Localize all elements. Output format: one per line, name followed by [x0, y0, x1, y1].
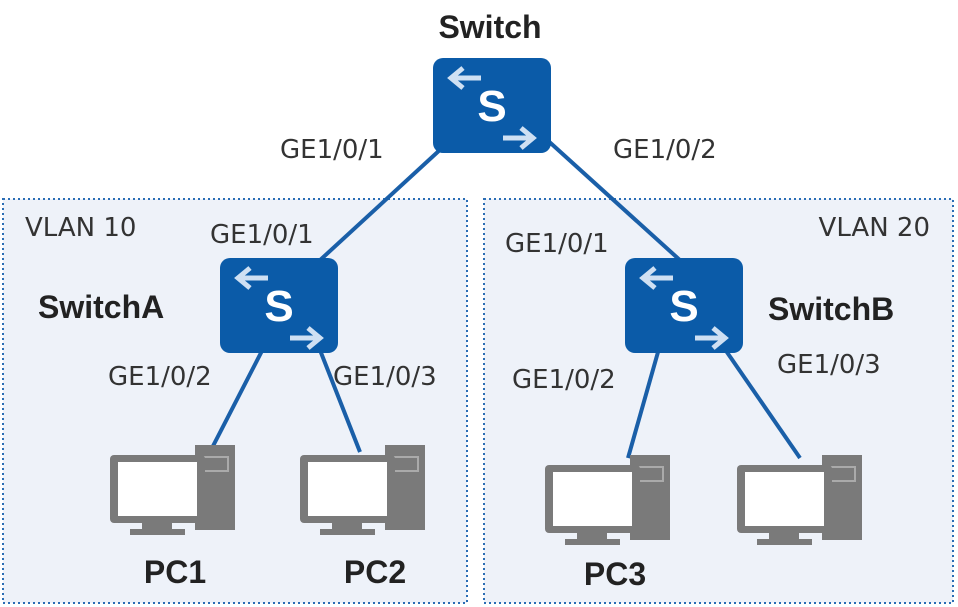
link-switcha-pc2: [316, 344, 362, 453]
link-core-switcha: [316, 146, 444, 264]
pc3-icon[interactable]: [544, 454, 671, 546]
switchb-port-right: GE1/0/3: [777, 350, 881, 380]
svg-text:S: S: [669, 282, 698, 331]
link-switchb-pc3: [626, 344, 662, 459]
core-port-right: GE1/0/2: [613, 135, 717, 165]
switcha-icon[interactable]: S: [220, 258, 338, 353]
switcha-uplink-port: GE1/0/1: [210, 220, 314, 250]
switchb-icon[interactable]: S: [625, 258, 743, 353]
pc2-icon[interactable]: [299, 444, 426, 536]
svg-text:S: S: [477, 82, 506, 131]
switchb-name: SwitchB: [768, 291, 894, 327]
link-switchb-pc4: [720, 343, 802, 460]
svg-text:S: S: [264, 282, 293, 331]
pc4-icon[interactable]: [736, 454, 863, 546]
link-core-switchb: [543, 136, 684, 264]
core-port-left: GE1/0/1: [280, 135, 384, 165]
pc3-label: PC3: [584, 556, 646, 592]
switchb-port-left: GE1/0/2: [512, 365, 616, 395]
core-switch-icon[interactable]: S: [433, 58, 551, 153]
switcha-port-left: GE1/0/2: [108, 362, 212, 392]
link-switcha-pc1: [210, 344, 267, 449]
switcha-port-right: GE1/0/3: [333, 362, 437, 392]
switchb-uplink-port: GE1/0/1: [505, 229, 609, 259]
vlan-10-label: VLAN 10: [25, 213, 136, 243]
pc1-label: PC1: [144, 554, 206, 590]
vlan-20-label: VLAN 20: [819, 213, 930, 243]
core-switch-name: Switch: [438, 9, 541, 45]
pc1-icon[interactable]: [109, 444, 236, 536]
switcha-name: SwitchA: [38, 289, 164, 325]
pc2-label: PC2: [344, 554, 406, 590]
